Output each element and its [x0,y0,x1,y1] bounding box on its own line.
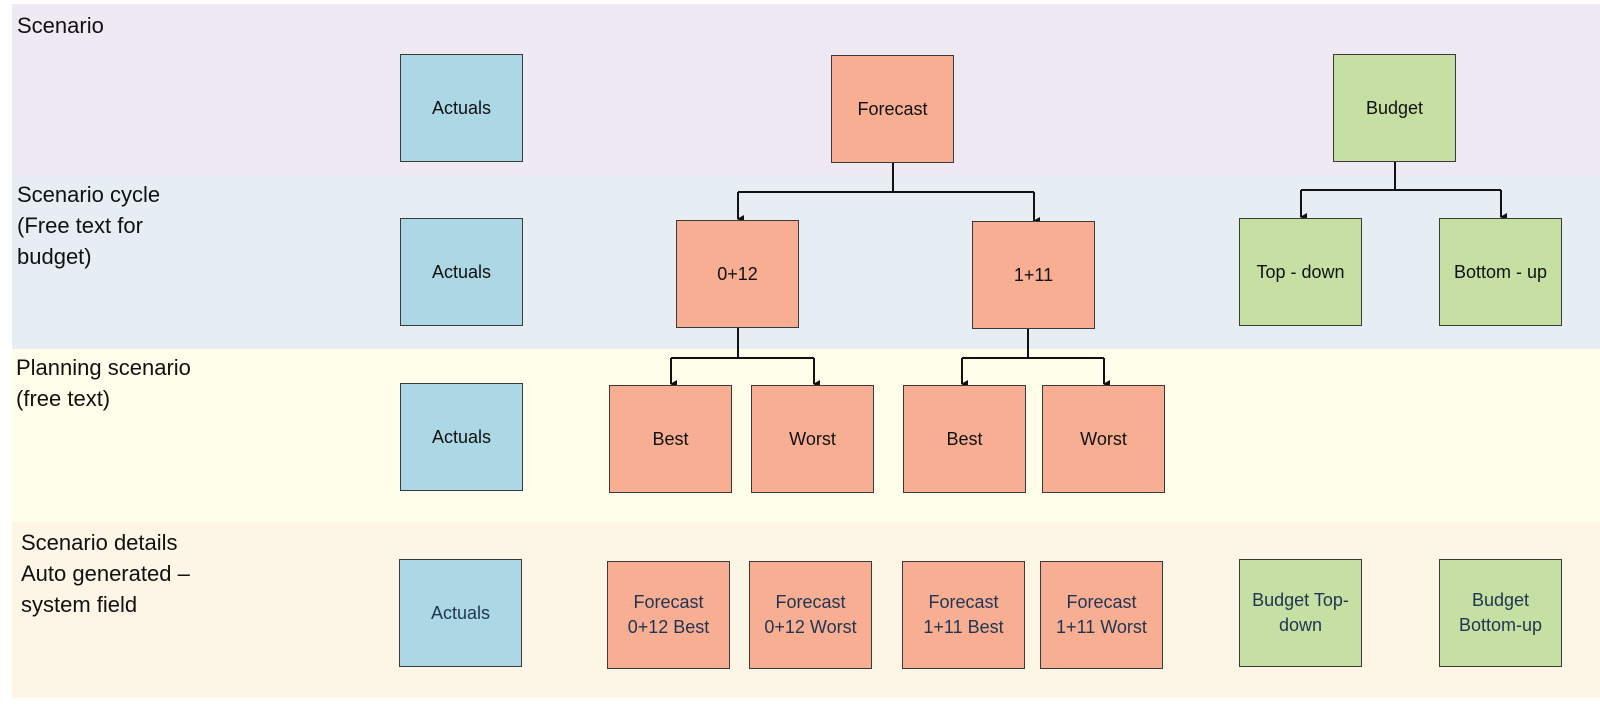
node-details-budget-top-down: Budget Top- down [1239,559,1362,667]
node-cycle-top-down: Top - down [1239,218,1362,326]
band-label-planning-scenario: Planning scenario (free text) [16,355,191,411]
node-details-forecast-1-11-worst: Forecast 1+11 Worst [1040,561,1163,669]
node-planning-best-1-11: Best [903,385,1026,493]
node-scenario-forecast: Forecast [831,55,954,163]
node-cycle-bottom-up: Bottom - up [1439,218,1562,326]
node-planning-actuals: Actuals [400,383,523,491]
node-planning-worst-0-12: Worst [751,385,874,493]
node-details-actuals: Actuals [399,559,522,667]
node-scenario-actuals: Actuals [400,54,523,162]
node-details-budget-bottom-up: Budget Bottom-up [1439,559,1562,667]
node-cycle-1-11: 1+11 [972,221,1095,329]
band-label-scenario: Scenario [17,13,104,38]
node-details-forecast-0-12-worst: Forecast 0+12 Worst [749,561,872,669]
node-cycle-actuals: Actuals [400,218,523,326]
node-planning-worst-1-11: Worst [1042,385,1165,493]
band-label-scenario-cycle: Scenario cycle (Free text for budget) [17,182,161,269]
band-label-scenario-details: Scenario details Auto generated – system… [21,530,190,617]
node-cycle-0-12: 0+12 [676,220,799,328]
node-planning-best-0-12: Best [609,385,732,493]
node-scenario-budget: Budget [1333,54,1456,162]
node-details-forecast-1-11-best: Forecast 1+11 Best [902,561,1025,669]
node-details-forecast-0-12-best: Forecast 0+12 Best [607,561,730,669]
